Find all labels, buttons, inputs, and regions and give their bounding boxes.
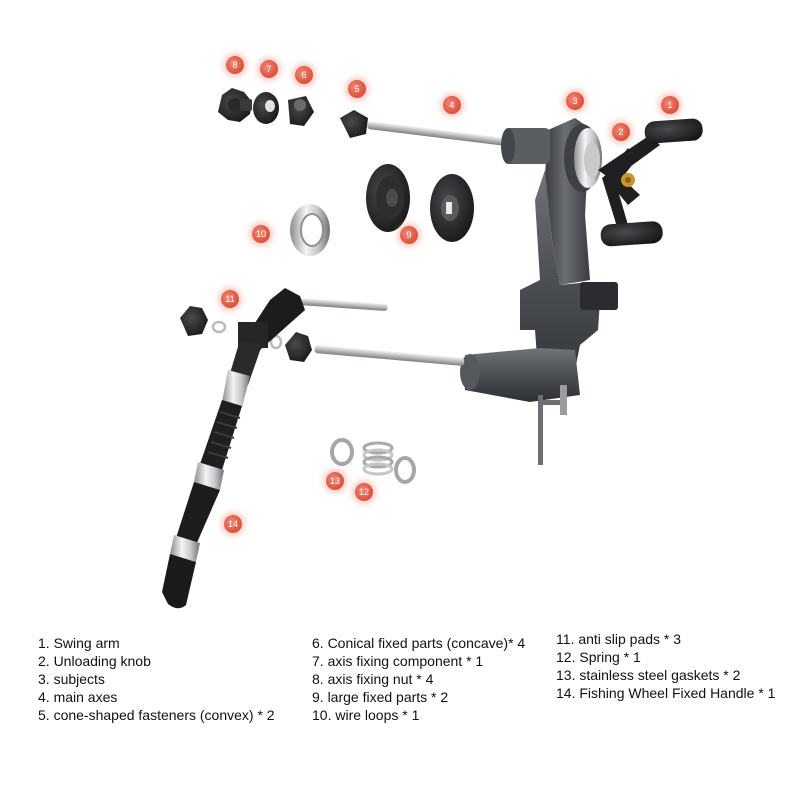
unloading-knob [608, 148, 640, 205]
frame-body [460, 118, 618, 465]
callout-9: 9 [400, 226, 418, 244]
callout-12: 12 [355, 483, 373, 501]
stainless-gaskets [330, 438, 416, 484]
callout-6: 6 [295, 66, 313, 84]
legend-item: 7. axis fixing component * 1 [312, 653, 484, 669]
legend-item: 6. Conical fixed parts (concave)* 4 [312, 635, 526, 651]
legend-item: 14. Fishing Wheel Fixed Handle * 1 [556, 685, 776, 701]
legend-item: 9. large fixed parts * 2 [312, 689, 449, 705]
legend-item: 5. cone-shaped fasteners (convex) * 2 [38, 707, 275, 723]
legend-column-3: 11. anti slip pads * 3 12. Spring * 1 13… [556, 630, 775, 702]
callout-14: 14 [224, 515, 242, 533]
callout-11: 11 [221, 290, 239, 308]
rod-assembly [180, 298, 465, 366]
callout-13: 13 [326, 472, 344, 490]
legend-column-2: 6. Conical fixed parts (concave)* 4 7. a… [312, 634, 525, 724]
spring [362, 441, 394, 476]
legend-column-1: 1. Swing arm 2. Unloading knob 3. subjec… [38, 634, 275, 724]
cone-fastener [340, 110, 368, 138]
legend-item: 3. subjects [38, 671, 105, 687]
wire-loop [290, 204, 330, 256]
conical-fixed-part [288, 96, 314, 126]
legend-item: 1. Swing arm [38, 635, 120, 651]
legend-item: 10. wire loops * 1 [312, 707, 420, 723]
large-fixed-parts [366, 164, 474, 242]
callout-8: 8 [226, 56, 244, 74]
callout-10: 10 [252, 225, 270, 243]
legend-item: 11. anti slip pads * 3 [556, 631, 682, 647]
fishing-wheel-handle [162, 288, 305, 609]
callout-5: 5 [348, 80, 366, 98]
callout-4: 4 [443, 96, 461, 114]
callout-3: 3 [566, 92, 584, 110]
callout-1: 1 [661, 96, 679, 114]
legend-item: 12. Spring * 1 [556, 649, 641, 665]
callout-7: 7 [260, 60, 278, 78]
legend-item: 13. stainless steel gaskets * 2 [556, 667, 741, 683]
legend-item: 8. axis fixing nut * 4 [312, 671, 434, 687]
axis-fixing-nut [218, 88, 252, 122]
callout-2: 2 [612, 123, 630, 141]
axis-fixing-component [253, 92, 279, 124]
legend-item: 2. Unloading knob [38, 653, 151, 669]
legend-item: 4. main axes [38, 689, 118, 705]
main-axis-rod [367, 121, 507, 146]
